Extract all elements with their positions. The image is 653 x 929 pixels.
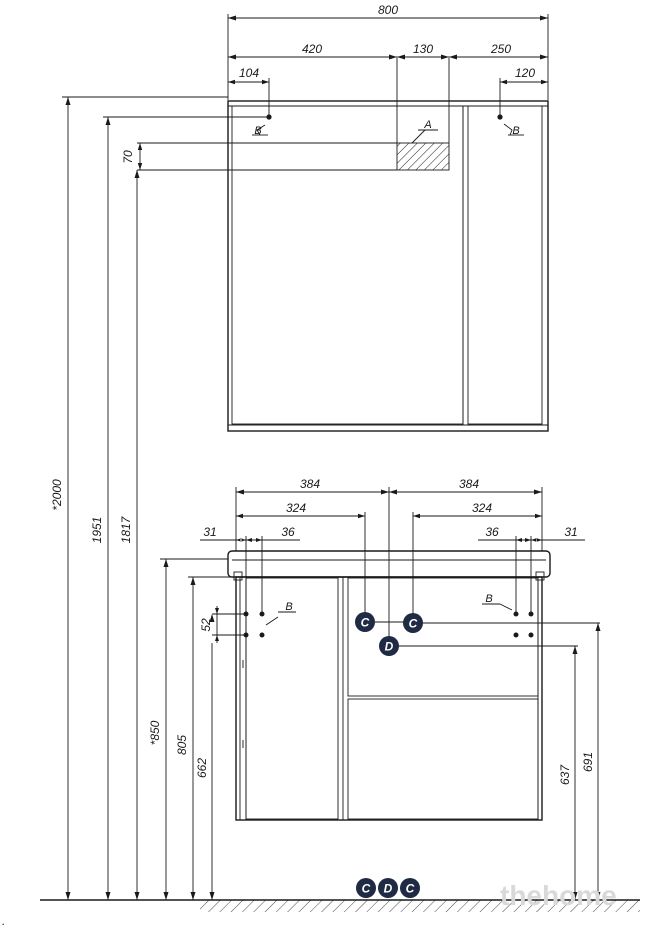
marker-c-left: C [355, 612, 375, 632]
floor-marker-d: D [378, 878, 398, 898]
svg-text:C: C [406, 882, 415, 896]
label-zone-a: A [423, 119, 431, 131]
dim-height-1817: 1817 [119, 515, 133, 543]
dim-total-height: *2000 [50, 479, 64, 511]
cabinet-drawer-top [347, 577, 539, 697]
mirror-outline [227, 100, 549, 432]
hole-right-4 [528, 632, 534, 638]
mirror-shelf-panel [467, 105, 543, 425]
dim-edge-left: 31 [203, 525, 216, 539]
svg-text:C: C [409, 617, 418, 631]
dim-mount-right-offset: 120 [515, 66, 535, 80]
hole-left-4 [259, 632, 265, 638]
floor-hatch [200, 900, 640, 912]
svg-text:D: D [384, 882, 393, 896]
floor: C D C [40, 878, 640, 912]
svg-text:C: C [362, 882, 371, 896]
cabinet-drawer-bottom [347, 698, 539, 820]
dim-mirror-left: 420 [302, 42, 322, 56]
dim-height-805: 805 [175, 735, 189, 755]
dim-mirror-mid: 130 [413, 42, 433, 56]
corner-mark: . [2, 914, 5, 928]
dim-zone-a-height: 70 [121, 150, 135, 164]
svg-text:D: D [385, 640, 394, 654]
dim-height-850: *850 [148, 720, 162, 745]
svg-text:C: C [361, 616, 370, 630]
label-b-vanity-right: B [485, 593, 492, 605]
cabinet-door-left [245, 577, 339, 820]
marker-c-right: C [403, 613, 423, 633]
dim-height-662: 662 [195, 758, 209, 778]
dim-inner-left: 324 [286, 501, 306, 515]
dim-height-637: 637 [558, 764, 572, 785]
marker-d: D [379, 636, 399, 656]
dim-half-right: 384 [459, 477, 479, 491]
socket-zone-a [396, 142, 450, 171]
hole-right-3 [513, 632, 519, 638]
dim-gap-right: 36 [485, 525, 499, 539]
label-b-mirror-right: B [512, 125, 519, 137]
dim-height-691: 691 [581, 752, 595, 772]
dim-half-left: 384 [300, 477, 320, 491]
mirror-dimensions: 800 420 130 250 104 120 70 A B B [121, 3, 549, 171]
label-b-vanity-left: B [285, 601, 292, 613]
dim-edge-right: 31 [564, 525, 577, 539]
mirror-cabinet [227, 100, 549, 432]
watermark: thehome [500, 880, 617, 911]
label-b-mirror-left: B [254, 125, 261, 137]
height-dimensions: *2000 1951 1817 *850 805 662 637 691 [50, 96, 601, 900]
dim-mirror-width: 800 [378, 3, 398, 17]
dim-mirror-right: 250 [490, 42, 511, 56]
floor-marker-c-left: C [356, 878, 376, 898]
dim-mount-left-offset: 104 [239, 66, 259, 80]
dim-gap-left: 36 [281, 525, 295, 539]
dim-height-1951: 1951 [90, 517, 104, 544]
vanity-dimensions: 384 384 324 324 31 36 36 31 52 B B [199, 477, 600, 656]
floor-marker-c-right: C [400, 878, 420, 898]
dim-inner-right: 324 [472, 501, 492, 515]
dim-hole-spacing: 52 [199, 618, 213, 632]
